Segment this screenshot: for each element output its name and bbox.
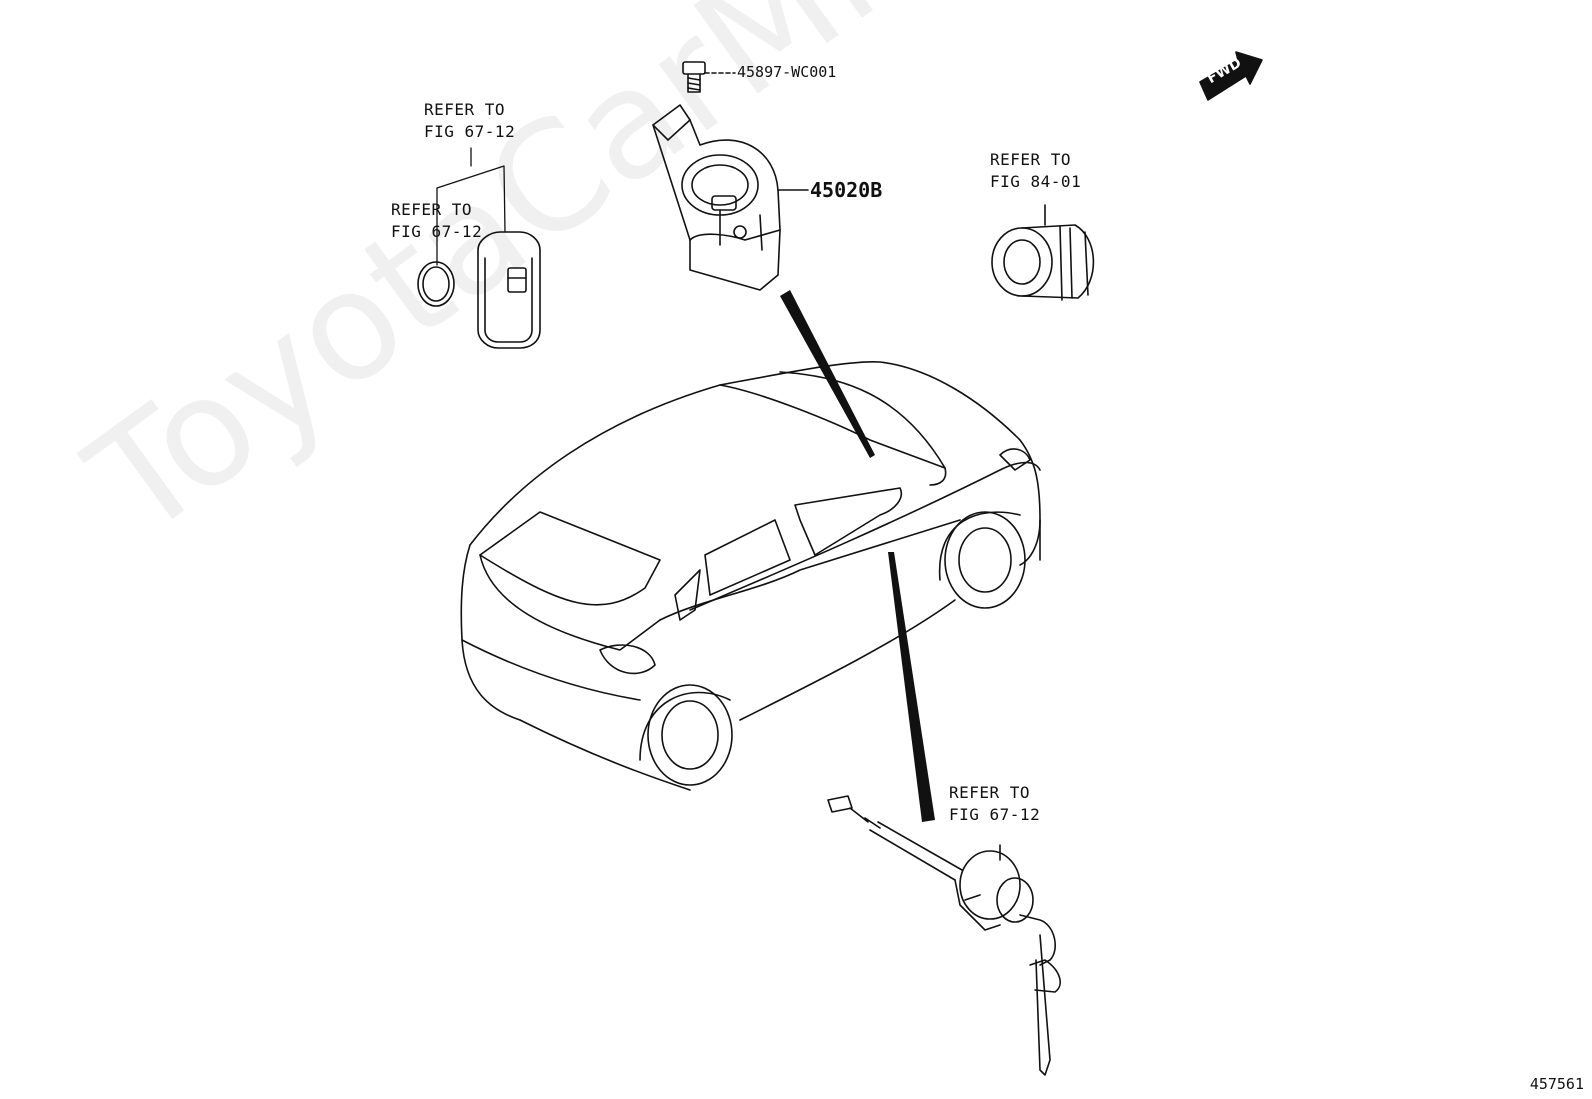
forward-arrow-icon <box>1199 51 1263 101</box>
engine-switch-part <box>991 204 1095 301</box>
key-refer-label-bottom: REFER TO FIG 67-12 <box>391 200 483 241</box>
steering-lock-part-number: 45020B <box>810 178 883 202</box>
vehicle-outline <box>460 360 1041 791</box>
leader-wedge-cylinder <box>888 552 935 822</box>
bolt-part <box>682 61 736 93</box>
door-lock-cylinder-part <box>827 795 1061 1076</box>
bolt-part-number: 45897-WC001 <box>737 63 837 81</box>
lock-refer-label: REFER TO FIG 67-12 <box>949 783 1041 824</box>
switch-refer-label: REFER TO FIG 84-01 <box>990 150 1082 191</box>
key-ring-part <box>417 261 455 307</box>
key-refer-bracket <box>436 147 506 266</box>
smart-key-part <box>477 231 541 349</box>
figure-number: 457561 <box>1529 1075 1584 1093</box>
steering-lock-part <box>652 104 809 291</box>
leader-wedge-lock <box>780 290 875 458</box>
key-refer-label-top: REFER TO FIG 67-12 <box>424 100 516 141</box>
